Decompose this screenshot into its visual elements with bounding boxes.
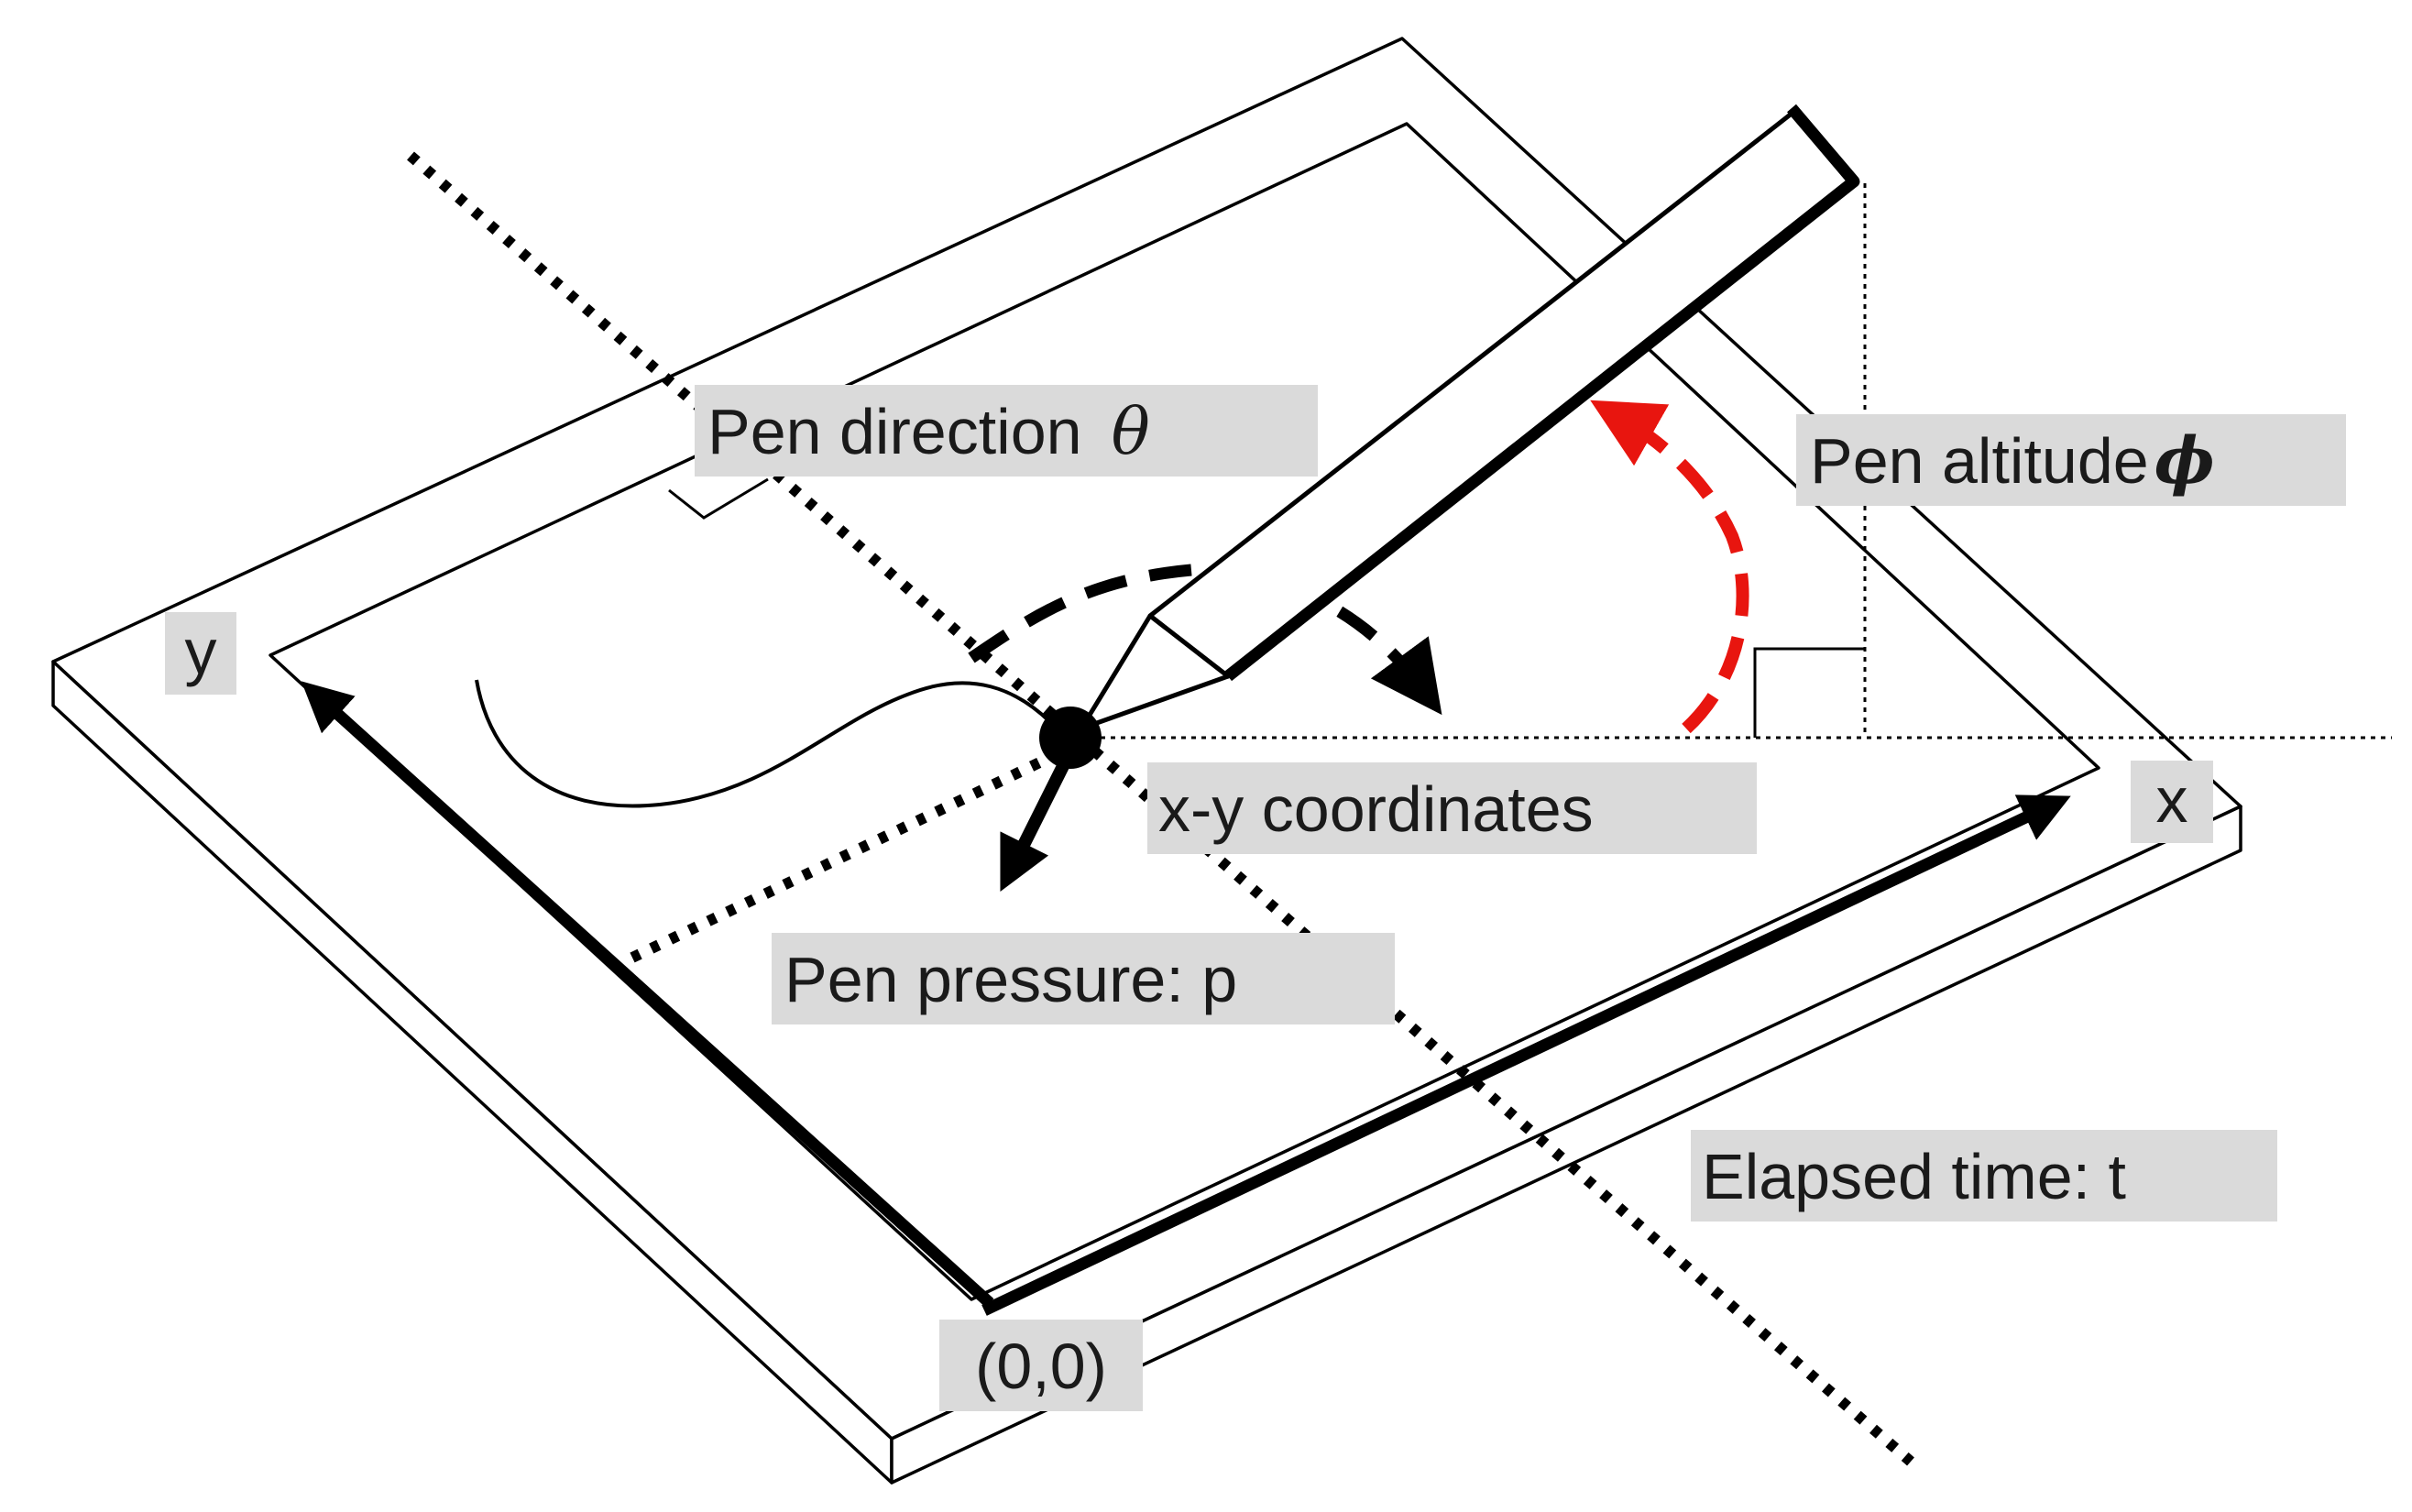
right-angle-altitude (1753, 647, 1865, 738)
axis-x-text: x (2156, 764, 2188, 836)
pen-direction-text: Pen direction (707, 396, 1082, 467)
pen-contact-point (1039, 707, 1102, 769)
pen-altitude-arrow (1590, 400, 1749, 734)
short-dotted-axis (630, 741, 1075, 963)
tablet-active-area (269, 122, 2100, 1301)
label-origin: (0,0) (939, 1320, 1143, 1411)
elapsed-time-text: Elapsed time: t (1702, 1141, 2126, 1212)
pen-direction-arrow (968, 564, 1442, 716)
pen-altitude-text: Pen altitude (1810, 425, 2149, 497)
x-axis-arrow (981, 794, 2071, 1316)
right-angle-markers (668, 477, 1865, 738)
handwriting-stroke (475, 679, 1054, 808)
label-pen-direction: Pen direction θ (695, 385, 1318, 477)
pen-tip (1079, 613, 1231, 731)
y-axis-arrow (301, 681, 994, 1308)
label-axis-x: x (2131, 761, 2213, 843)
pen (1039, 104, 1860, 769)
label-axis-y: y (165, 612, 236, 695)
right-angle-direction (668, 477, 769, 520)
label-elapsed-time: Elapsed time: t (1691, 1130, 2277, 1222)
reference-lines (1070, 183, 2392, 740)
label-coordinates: x-y coordinates (1147, 762, 1757, 854)
pen-altitude-symbol: ϕ (2154, 422, 2215, 499)
axis-y-text: y (185, 616, 217, 687)
label-pen-pressure: Pen pressure: p (772, 933, 1395, 1024)
tablet-front-side (890, 805, 2242, 1485)
pen-pressure-arrow (1000, 748, 1077, 893)
coordinates-text: x-y coordinates (1158, 773, 1594, 845)
origin-text: (0,0) (975, 1331, 1107, 1402)
svg-text:Pen altitudeϕ: Pen altitudeϕ (1810, 422, 2215, 499)
pen-direction-symbol: θ (1112, 394, 1150, 469)
pen-pressure-text: Pen pressure: p (784, 944, 1237, 1015)
pen-body-shadow-edge (1223, 104, 1860, 682)
label-pen-altitude: Pen altitudeϕ (1796, 414, 2346, 506)
coordinate-axes (301, 681, 2071, 1316)
tablet (51, 37, 2242, 1485)
